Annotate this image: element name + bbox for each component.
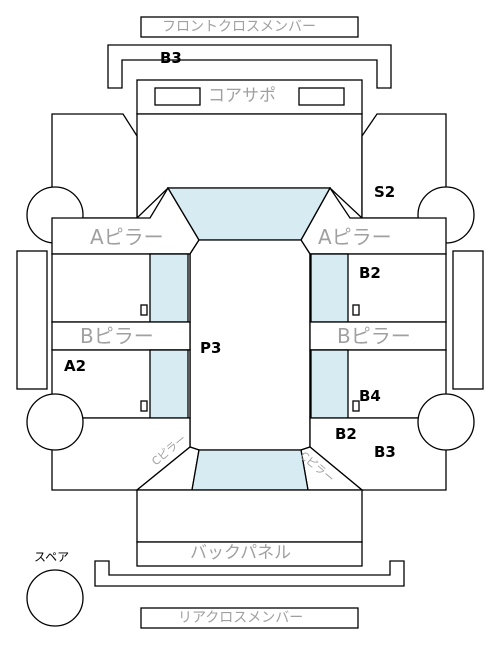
trunk-lid[interactable]	[136, 489, 363, 543]
spare-label: スペア	[34, 550, 70, 564]
code-right-rear-fender: B3	[374, 443, 396, 461]
front-cross-member-box[interactable]	[140, 16, 359, 38]
right-rear-door-handle[interactable]	[352, 400, 360, 412]
code-roof: P3	[200, 339, 222, 357]
front-bumper-outline[interactable]	[107, 44, 392, 89]
a-pillar-left-label: Aピラー	[90, 225, 164, 249]
code-right-rear-door: B4	[359, 387, 381, 405]
left-headlight[interactable]	[154, 87, 201, 106]
front-cross-member-label: フロントクロスメンバー	[162, 19, 316, 35]
spare-tire[interactable]	[26, 569, 84, 627]
code-left-rear-door: A2	[64, 357, 87, 375]
code-right-front-fender: S2	[374, 183, 396, 201]
right-front-window[interactable]	[310, 253, 349, 323]
left-b-pillar[interactable]	[51, 321, 191, 351]
right-rear-wheel[interactable]	[417, 393, 475, 451]
rear-window[interactable]	[191, 449, 309, 491]
rear-bumper-outline[interactable]	[94, 560, 405, 587]
code-front-member: B3	[160, 49, 182, 67]
back-panel-label: バックパネル	[190, 543, 292, 563]
right-rear-window[interactable]	[310, 349, 349, 419]
back-panel-box[interactable]	[136, 541, 363, 567]
b-pillar-left-label: Bピラー	[80, 324, 154, 348]
right-side-skirt[interactable]	[452, 250, 484, 390]
b-pillar-right-label: Bピラー	[337, 324, 411, 348]
core-support-label: コアサポ	[208, 86, 276, 106]
rear-cross-member-label: リアクロスメンバー	[178, 610, 304, 626]
left-front-door-handle[interactable]	[140, 304, 148, 316]
right-b-pillar[interactable]	[309, 321, 447, 351]
left-side-skirt[interactable]	[16, 250, 48, 390]
code-right-rear-quarter: B2	[335, 425, 357, 443]
left-rear-door-handle[interactable]	[140, 400, 148, 412]
a-pillar-right-label: Aピラー	[318, 225, 392, 249]
left-front-window[interactable]	[149, 253, 189, 323]
rear-cross-member-box[interactable]	[140, 607, 359, 629]
left-rear-wheel[interactable]	[26, 393, 84, 451]
right-headlight[interactable]	[298, 87, 345, 106]
code-right-front-door: B2	[359, 264, 381, 282]
right-front-door-handle[interactable]	[352, 304, 360, 316]
left-rear-window[interactable]	[149, 349, 189, 419]
